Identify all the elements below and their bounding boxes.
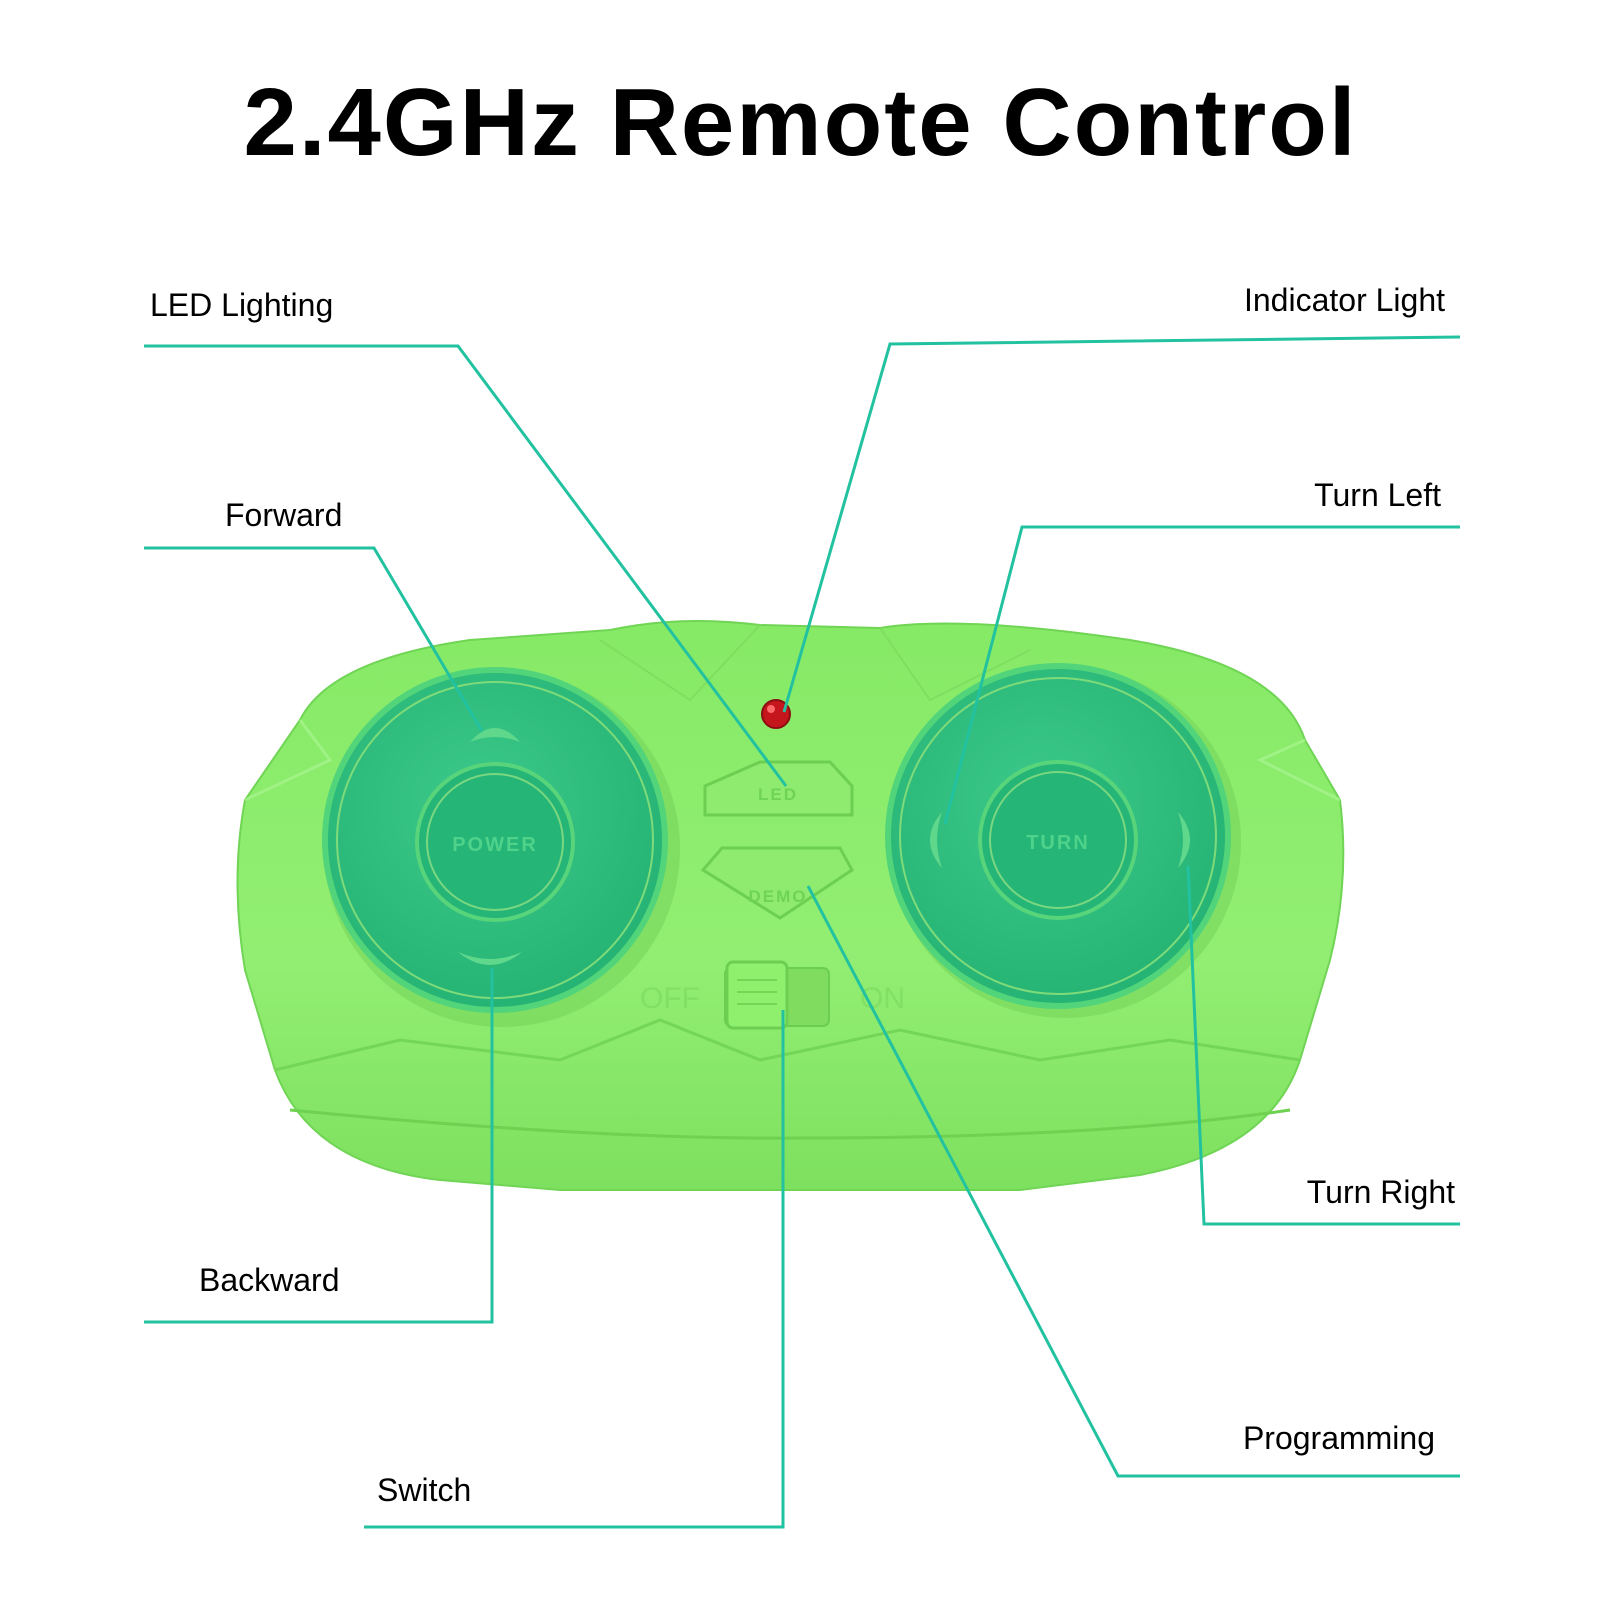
page-title: 2.4GHz Remote Control <box>243 69 1358 176</box>
power-switch[interactable] <box>725 960 789 1030</box>
callout-turn-left: Turn Left <box>1314 477 1441 513</box>
callout-turn-right: Turn Right <box>1306 1174 1455 1210</box>
turn-right-arrow-icon[interactable] <box>1178 812 1190 868</box>
callout-programming: Programming <box>1242 1420 1435 1456</box>
callout-lines <box>144 335 1461 1529</box>
led-lighting-line <box>144 344 788 787</box>
turn-left-line <box>943 525 1460 825</box>
switch-line <box>364 1010 785 1529</box>
right-dial[interactable] <box>885 663 1241 1018</box>
led-button[interactable] <box>703 760 854 817</box>
callout-backward: Backward <box>199 1262 340 1298</box>
switch-off-label: OFF <box>640 982 700 1015</box>
backward-arrow-icon[interactable] <box>458 952 522 965</box>
callout-indicator-light: Indicator Light <box>1243 282 1445 318</box>
callout-forward: Forward <box>225 497 343 533</box>
demo-button-label: DEMO <box>749 887 808 906</box>
demo-button[interactable] <box>700 846 854 920</box>
left-dial[interactable] <box>322 667 680 1027</box>
indicator-light-line <box>782 335 1461 713</box>
callout-led-lighting: LED Lighting <box>150 287 334 323</box>
turn-left-arrow-icon[interactable] <box>930 812 942 868</box>
turn-button-label: TURN <box>1026 832 1090 854</box>
forward-arrow-icon[interactable] <box>470 728 520 742</box>
led-button-label: LED <box>758 785 798 804</box>
forward-line <box>144 546 484 732</box>
power-button-label: POWER <box>452 834 538 856</box>
turn-right-line <box>1186 865 1460 1226</box>
backward-line <box>144 968 494 1324</box>
programming-line <box>806 885 1460 1478</box>
callout-switch: Switch <box>377 1472 472 1508</box>
